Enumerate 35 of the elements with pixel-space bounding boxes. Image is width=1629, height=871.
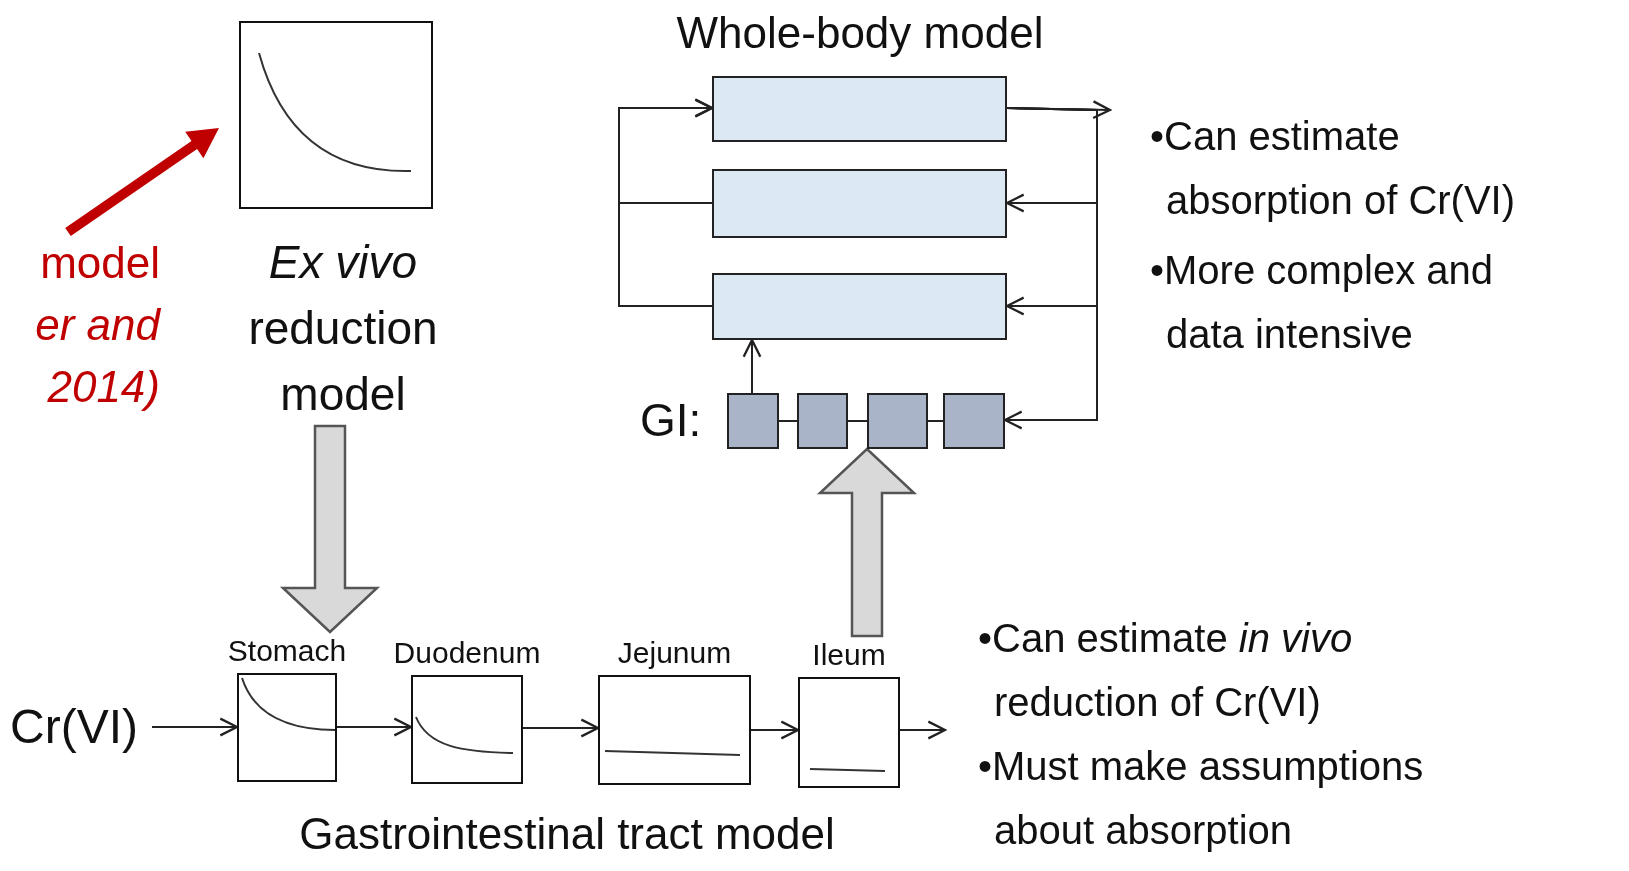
bullet-text: •Can estimate in vivo reduction of Cr(VI)	[978, 615, 1354, 726]
segment-label: Ileum	[812, 637, 886, 673]
arrow	[899, 720, 947, 740]
bullet-text: •Must make assumptions about absorption	[978, 743, 1425, 854]
bullet-text: •Can estimate absorption of Cr(VI)	[1150, 113, 1517, 224]
section-title: Whole-body model	[675, 7, 1045, 59]
bullet-text: •More complex and data intensive	[1150, 247, 1495, 358]
compartment-box	[943, 393, 1005, 449]
arrow	[522, 718, 600, 738]
model-caption: Ex vivo reduction model	[247, 235, 439, 422]
row-label: GI:	[640, 393, 703, 448]
arrow	[618, 98, 714, 307]
connector-line	[778, 420, 798, 422]
compartment-box	[727, 393, 779, 449]
block-arrow	[279, 424, 381, 634]
organ-box	[712, 76, 1007, 142]
organ-box	[712, 169, 1007, 238]
segment-label: Duodenum	[393, 635, 541, 671]
section-title: Gastrointestinal tract model	[298, 808, 836, 860]
block-arrow	[65, 128, 219, 237]
compartment-box	[867, 393, 928, 449]
citation-text: model	[39, 237, 160, 289]
arrow	[750, 720, 800, 740]
citation-text: er and 2014)	[34, 299, 160, 413]
connector-line	[927, 420, 944, 422]
connector-line	[847, 420, 868, 422]
segment-label: Stomach	[227, 633, 347, 669]
input-label: Cr(VI)	[10, 696, 152, 758]
block-arrow	[816, 447, 918, 638]
arrow	[151, 717, 239, 737]
compartment-box	[797, 393, 848, 449]
arrow	[336, 717, 413, 737]
organ-box	[712, 273, 1007, 340]
segment-label: Jejunum	[617, 635, 732, 671]
arrow	[742, 338, 762, 394]
